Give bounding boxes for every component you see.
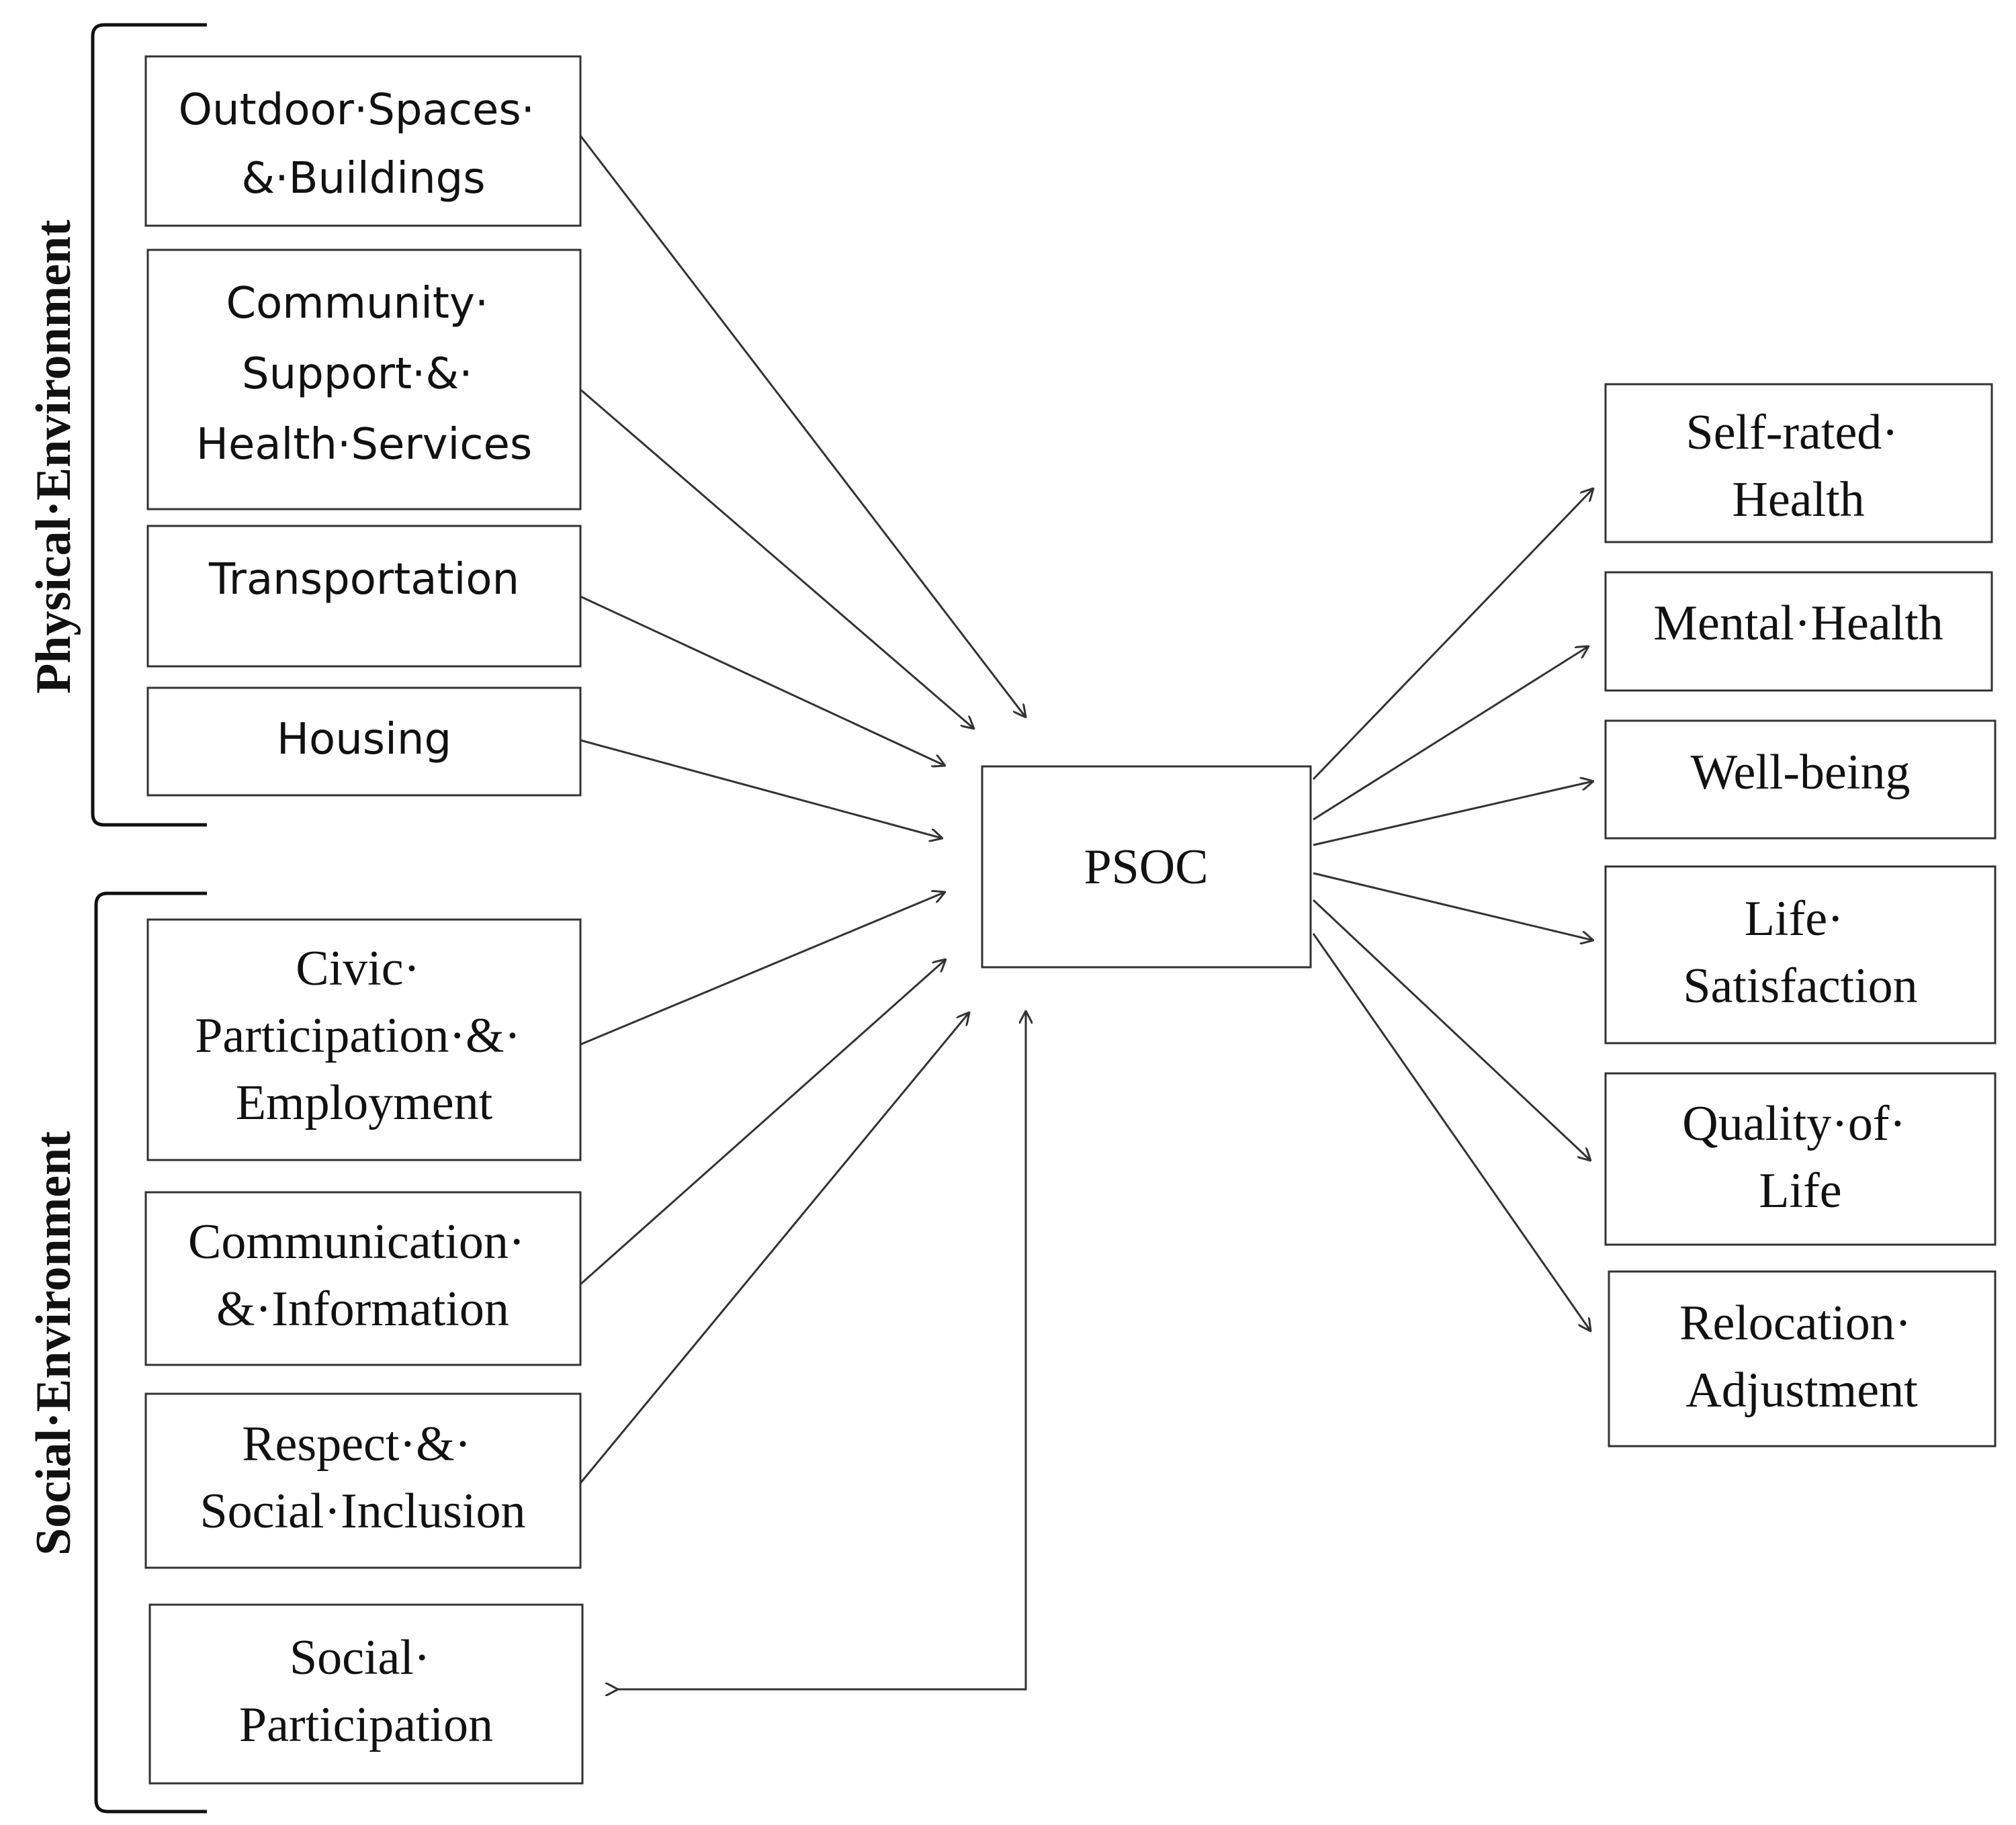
- arrow-psoc-to-relocation-adjustment: [1312, 933, 1591, 1331]
- outcome-self-rated-health: Self-rated· Health: [1604, 383, 1993, 543]
- arrow-psoc-to-mental-health: [1313, 646, 1589, 821]
- box-line: Health: [1732, 472, 1864, 527]
- svg-text:Civic· Participation·&·: Civic· Participation·&· Employment: [195, 941, 533, 1130]
- arrow-psoc-social-participation: [618, 1011, 1026, 1689]
- box-line: Participation·&·: [195, 1008, 521, 1063]
- svg-text:Communication· &·Informa: Communication· &·Information: [188, 1214, 537, 1337]
- box-line: Support·&·: [242, 349, 473, 399]
- box-line: Civic·: [296, 941, 420, 996]
- box-line: Housing: [277, 715, 451, 764]
- box-line: Self-rated·: [1686, 405, 1898, 460]
- physical-factor-community-support: Community· Support·&· Health·Services: [146, 249, 582, 510]
- arrow-community-to-psoc: [580, 388, 974, 729]
- arrow-outdoor-to-psoc: [579, 135, 1026, 717]
- arrow-psoc-to-quality-of-life: [1312, 899, 1591, 1161]
- svg-text:PSOC: PSOC: [1084, 840, 1208, 895]
- svg-text:Respect·&· Social·Inclus: Respect·&· Social·Inclusion: [200, 1417, 525, 1539]
- psoc-box: PSOC: [981, 765, 1312, 969]
- box-line: Outdoor·Spaces·: [179, 85, 535, 135]
- social-factor-respect-inclusion: Respect·&· Social·Inclusion: [144, 1392, 582, 1569]
- social-environment-label: Social·Environment: [26, 1131, 81, 1556]
- box-line: Life: [1759, 1163, 1841, 1218]
- svg-text:Relocation· Adjustment: Relocation· Adjustment: [1679, 1296, 1924, 1418]
- physical-factor-transportation: Transportation: [146, 525, 582, 668]
- svg-text:Outdoor·Spaces· &·Buildi: Outdoor·Spaces· &·Buildings: [179, 85, 549, 204]
- outcome-well-being: Well-being: [1604, 719, 1997, 840]
- arrow-psoc-to-self-rated-health: [1312, 488, 1593, 781]
- psoc-label: PSOC: [1084, 840, 1208, 895]
- svg-text:Mental·Health: Mental·Health: [1653, 596, 1943, 651]
- box-line: Participation: [239, 1697, 493, 1752]
- box-line: Transportation: [208, 555, 519, 605]
- box-line: Mental·Health: [1653, 596, 1943, 651]
- physical-environment-label: Physical·Environment: [26, 220, 81, 694]
- box-line: Communication·: [188, 1214, 525, 1270]
- box-line: Social·Inclusion: [200, 1484, 525, 1539]
- arrow-respect-to-psoc: [579, 1012, 969, 1484]
- svg-text:Quality·of· Life: Quality·of· Life: [1682, 1096, 1918, 1218]
- arrow-communication-to-psoc: [580, 959, 946, 1286]
- box-line: Health·Services: [196, 420, 532, 470]
- svg-text:Housing: Housing: [277, 715, 451, 764]
- arrow-transportation-to-psoc: [580, 595, 945, 766]
- physical-factor-outdoor-spaces: Outdoor·Spaces· &·Buildings: [144, 55, 582, 227]
- physical-factor-housing: Housing: [146, 686, 582, 797]
- social-environment-bracket: [94, 891, 207, 1814]
- box-line: Employment: [236, 1075, 493, 1130]
- box-line: Adjustment: [1685, 1363, 1918, 1418]
- outcome-life-satisfaction: Life· Satisfaction: [1604, 865, 1997, 1044]
- box-line: &·Information: [216, 1282, 509, 1337]
- svg-text:Well-being: Well-being: [1691, 745, 1911, 800]
- box-line: Respect·&·: [242, 1417, 471, 1472]
- arrows: [579, 135, 1593, 1689]
- box-line: &·Buildings: [241, 154, 485, 204]
- box-line: Satisfaction: [1683, 959, 1917, 1014]
- box-line: Relocation·: [1679, 1296, 1911, 1351]
- box-line: Well-being: [1691, 745, 1911, 800]
- svg-text:Self-rated· Health: Self-rated· Health: [1686, 405, 1911, 527]
- physical-environment-bracket: [91, 23, 207, 827]
- social-factor-civic-participation: Civic· Participation·&· Employment: [146, 918, 582, 1161]
- svg-text:Transportation: Transportation: [208, 555, 519, 605]
- arrow-psoc-to-life-satisfaction: [1313, 872, 1593, 940]
- outcome-quality-of-life: Quality·of· Life: [1604, 1072, 1997, 1246]
- social-factor-social-participation: Social· Participation: [148, 1603, 584, 1785]
- box-line: Quality·of·: [1682, 1096, 1906, 1151]
- box-line: Social·: [290, 1630, 431, 1685]
- svg-text:Life· Satisfaction: Life· Satisfaction: [1683, 891, 1917, 1014]
- box-line: Community·: [226, 279, 488, 328]
- arrow-civic-to-psoc: [580, 892, 945, 1046]
- outcome-mental-health: Mental·Health: [1604, 571, 1993, 692]
- social-factor-communication: Communication· &·Information: [144, 1191, 582, 1366]
- svg-text:Community· Support·&·: Community· Support·&· Health·Services: [196, 279, 532, 470]
- svg-text:Social· Participation: Social· Participation: [239, 1630, 493, 1752]
- outcome-relocation-adjustment: Relocation· Adjustment: [1608, 1270, 1997, 1448]
- box-line: Life·: [1745, 891, 1844, 946]
- arrow-psoc-to-well-being: [1313, 781, 1593, 846]
- arrow-housing-to-psoc: [580, 739, 943, 838]
